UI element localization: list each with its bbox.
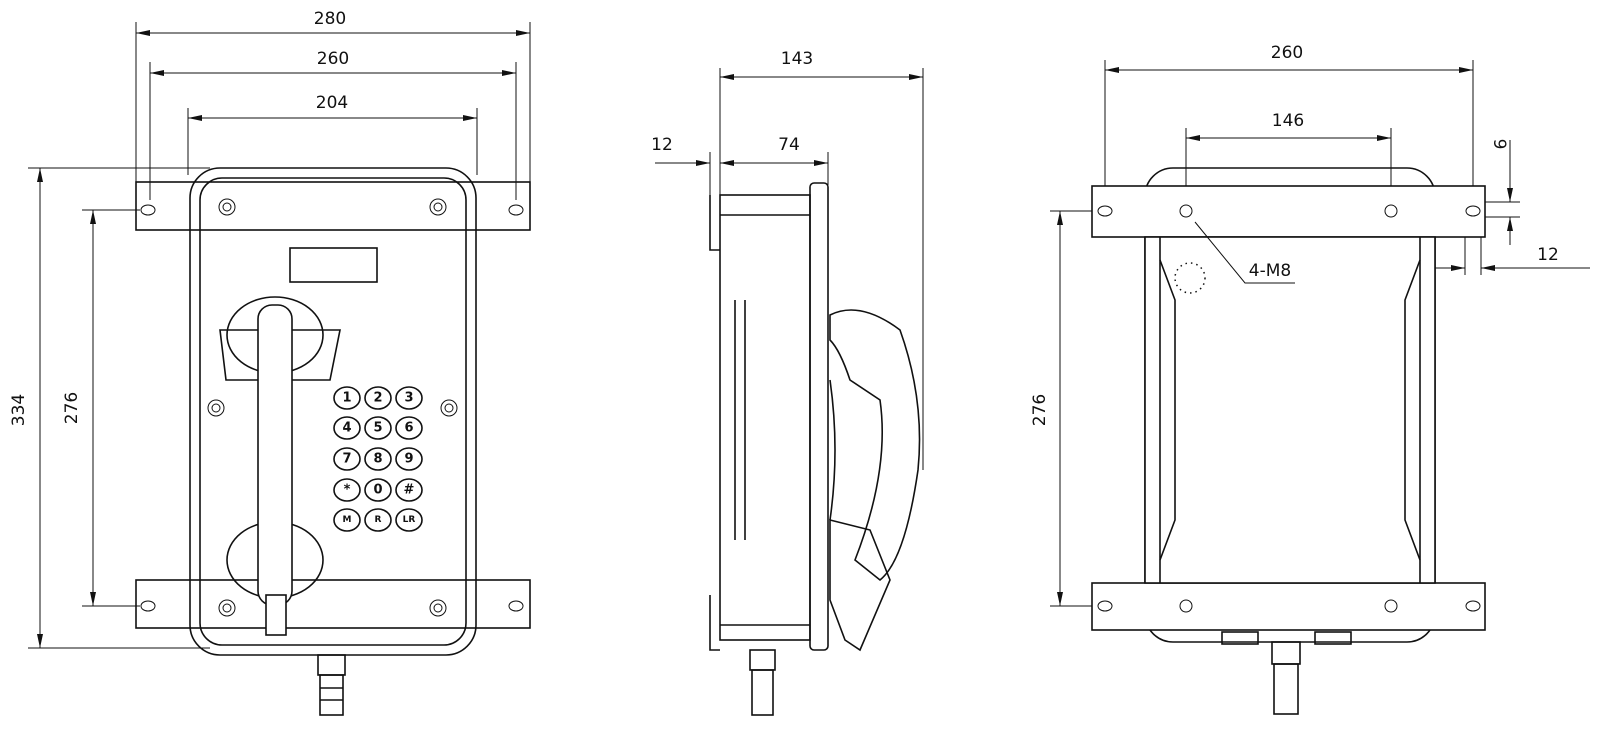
svg-text:8: 8 (373, 452, 382, 467)
svg-text:#: # (404, 483, 415, 498)
front-dimension-lines (37, 30, 530, 648)
key-6[interactable]: 6 (395, 416, 423, 440)
svg-text:*: * (344, 483, 351, 498)
key-3[interactable]: 3 (395, 386, 423, 410)
svg-text:1: 1 (342, 391, 351, 406)
side-extension-lines (709, 68, 924, 470)
key-9[interactable]: 9 (395, 447, 423, 471)
key-r[interactable]: R (364, 508, 392, 532)
rear-cable-gland (1221, 631, 1352, 715)
svg-text:9: 9 (404, 452, 413, 467)
key-hash[interactable]: # (395, 478, 423, 502)
microphone-grille-icon (1174, 262, 1206, 294)
side-view: 143 12 74 (651, 49, 924, 716)
bracket-hole-icons (140, 204, 524, 612)
svg-text:7: 7 (342, 452, 351, 467)
phone-body (189, 167, 477, 656)
svg-text:3: 3 (404, 391, 413, 406)
dim-260-rear: 260 (1271, 43, 1303, 63)
dim-146: 146 (1272, 111, 1304, 131)
dim-12: 12 (651, 135, 673, 155)
rear-dimension-lines (1057, 67, 1590, 606)
dim-276-rear: 276 (1030, 394, 1050, 426)
callout-4-m8: 4-M8 (1249, 261, 1291, 281)
svg-text:2: 2 (373, 391, 382, 406)
key-m[interactable]: M (333, 508, 361, 532)
svg-text:M: M (343, 515, 352, 525)
front-extension-lines (28, 22, 531, 649)
svg-text:0: 0 (373, 483, 382, 498)
key-8[interactable]: 8 (364, 447, 392, 471)
phone-faceplate (199, 177, 467, 646)
svg-text:5: 5 (373, 421, 382, 436)
key-7[interactable]: 7 (333, 447, 361, 471)
svg-text:6: 6 (404, 421, 413, 436)
svg-text:R: R (375, 515, 382, 525)
svg-text:4: 4 (342, 421, 351, 436)
dim-204: 204 (316, 93, 348, 113)
side-dimension-lines (655, 74, 923, 166)
rear-view: 260 146 9 12 276 4-M8 (1030, 43, 1590, 715)
key-2[interactable]: 2 (364, 386, 392, 410)
key-4[interactable]: 4 (333, 416, 361, 440)
dim-280: 280 (314, 9, 346, 29)
side-cable-gland (749, 649, 776, 716)
key-5[interactable]: 5 (364, 416, 392, 440)
dim-9: 9 (1489, 139, 1509, 150)
rear-body (1091, 167, 1486, 643)
dim-334: 334 (9, 394, 29, 426)
svg-text:LR: LR (403, 515, 416, 525)
dim-143: 143 (781, 49, 813, 69)
callout-leader-line (1194, 221, 1295, 284)
dim-12-rear: 12 (1537, 245, 1559, 265)
rear-hole-icons (1097, 204, 1481, 613)
handset (219, 296, 341, 636)
display-window (289, 247, 378, 283)
dim-260: 260 (317, 49, 349, 69)
front-brackets (135, 181, 531, 629)
side-handset (829, 309, 921, 652)
dim-276: 276 (62, 392, 82, 424)
front-view: 280 260 204 334 276 (9, 9, 531, 716)
key-star[interactable]: * (333, 478, 361, 502)
key-lr[interactable]: LR (395, 508, 423, 532)
key-1[interactable]: 1 (333, 386, 361, 410)
screw-icons (207, 198, 458, 617)
dim-74: 74 (778, 135, 800, 155)
cable-gland (317, 654, 346, 716)
key-0[interactable]: 0 (364, 478, 392, 502)
keypad: 1 2 3 4 5 6 7 8 9 * 0 # M R LR (333, 386, 423, 532)
side-body (709, 182, 829, 651)
